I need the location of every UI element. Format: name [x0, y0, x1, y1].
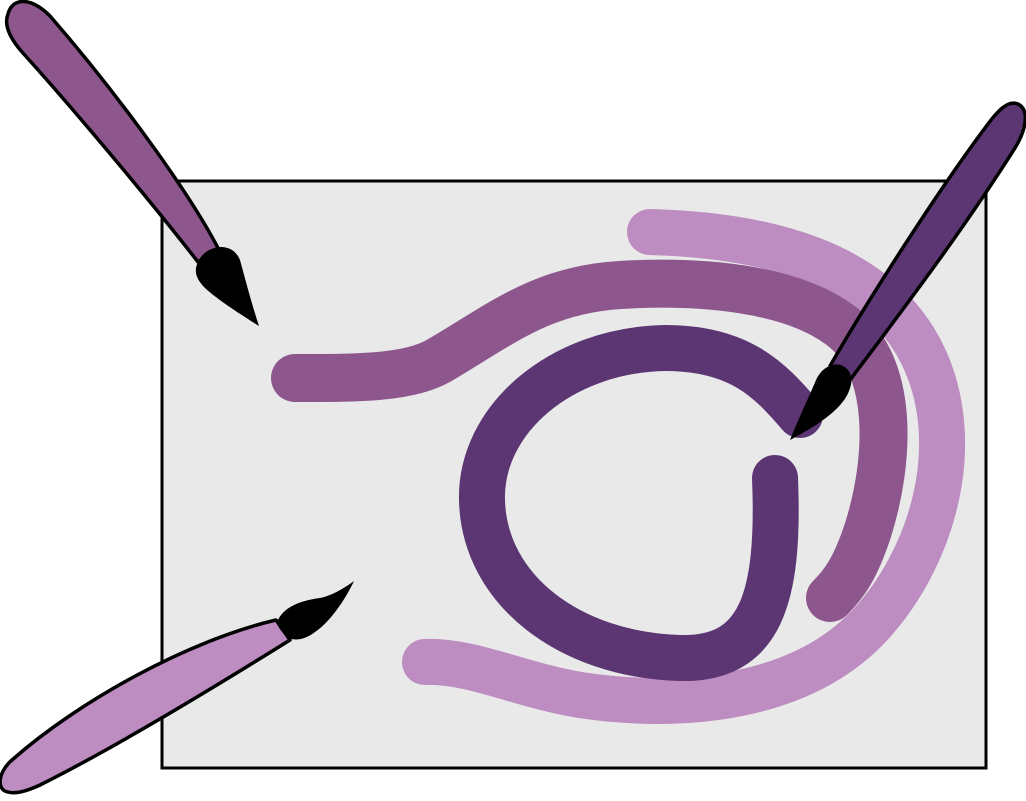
- brush-medium-icon: [4, 0, 259, 326]
- paint-stroke-dark-loop: [459, 325, 823, 682]
- brush-dark-tip: [790, 364, 852, 440]
- brush-medium-handle: [4, 0, 220, 264]
- brush-light-icon: [0, 581, 354, 795]
- paint-stroke-light-outer: [402, 209, 966, 724]
- brush-dark-icon: [790, 101, 1026, 440]
- paint-stroke-medium-wave: [271, 259, 908, 622]
- brush-medium-tip: [195, 247, 259, 326]
- brush-light-tip: [277, 581, 354, 640]
